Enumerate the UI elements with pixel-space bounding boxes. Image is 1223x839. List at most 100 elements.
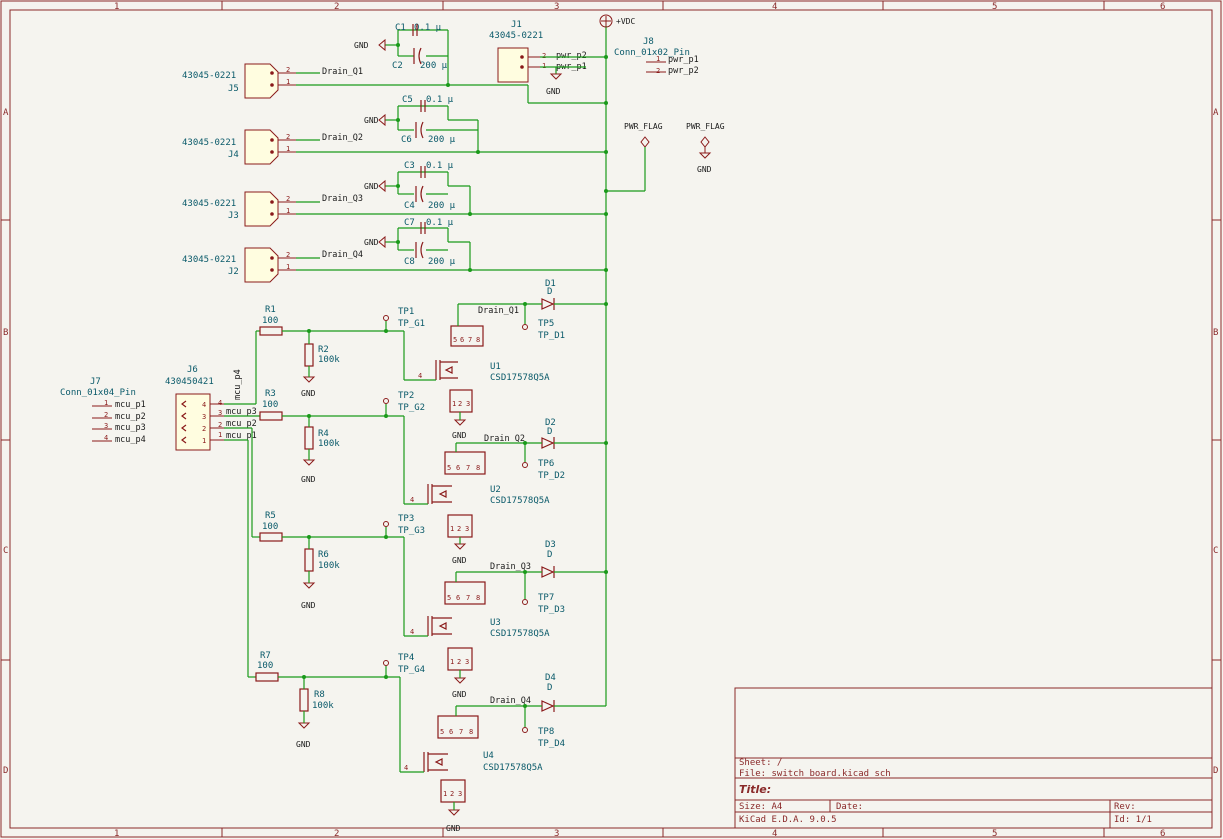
svg-text:Drain_Q4: Drain_Q4 [322,250,363,260]
svg-text:mcu_p1: mcu_p1 [226,431,257,441]
svg-text:2: 2 [202,425,206,433]
svg-text:2: 2 [458,400,462,408]
row-label-d-right: D [1213,766,1218,776]
svg-text:100k: 100k [318,439,340,449]
svg-text:43045-0221: 43045-0221 [182,138,236,148]
svg-text:GND: GND [296,740,311,749]
svg-text:J4: J4 [228,150,239,160]
svg-text:GND: GND [364,116,379,125]
svg-text:TP_G2: TP_G2 [398,403,425,413]
svg-text:2: 2 [104,411,108,419]
svg-text:7: 7 [468,336,472,344]
svg-text:1: 1 [104,399,108,407]
svg-text:1: 1 [452,400,456,408]
svg-text:8: 8 [469,728,473,736]
svg-text:J3: J3 [228,211,239,221]
svg-text:TP_G3: TP_G3 [398,526,425,536]
tb-title: Title: [739,783,771,796]
connector-j4: 43045-0221 J4 21 Drain_Q2 [182,129,363,165]
connector-j1: J1 43045-0221 21 pwr_p2 pwr_p1 [489,20,587,83]
svg-text:3: 3 [466,400,470,408]
j1-val: 43045-0221 [489,31,543,41]
svg-text:200 µ: 200 µ [428,201,456,211]
svg-text:4: 4 [404,764,408,772]
pwr-flag-1: PWR_FLAG [624,122,663,148]
svg-text:3: 3 [465,658,469,666]
svg-text:CSD17578Q5A: CSD17578Q5A [490,496,550,506]
connector-j8: J8 Conn_01x02_Pin 12 pwr_p1 pwr_p2 [614,37,699,76]
svg-text:C5: C5 [402,95,413,105]
tb-file: File: switch_board.kicad_sch [739,769,891,779]
col-label-2-bottom: 2 [334,829,339,839]
svg-text:2: 2 [286,195,290,203]
svg-text:4: 4 [418,372,422,380]
svg-text:GND: GND [301,475,316,484]
j8-ref: J8 [643,37,654,47]
row-label-a: A [3,108,9,118]
svg-text:7: 7 [459,728,463,736]
svg-text:43045-0221: 43045-0221 [182,255,236,265]
svg-text:7: 7 [466,594,470,602]
svg-text:0.1 µ: 0.1 µ [426,95,454,105]
svg-text:2: 2 [542,52,546,60]
svg-text:4: 4 [410,496,414,504]
svg-text:3: 3 [465,525,469,533]
svg-text:D4: D4 [545,673,556,683]
svg-text:TP_D1: TP_D1 [538,331,565,341]
connector-j3: 43045-0221 J3 21 Drain_Q3 [182,191,363,227]
svg-text:R8: R8 [314,690,325,700]
col-label-3-bottom: 3 [554,829,559,839]
svg-text:J2: J2 [228,267,239,277]
svg-text:1: 1 [286,207,290,215]
svg-text:C3: C3 [404,161,415,171]
svg-text:3: 3 [104,422,108,430]
col-label-4-bottom: 4 [772,829,777,839]
svg-text:4: 4 [218,399,222,407]
svg-text:5: 5 [453,336,457,344]
row-label-b-right: B [1213,328,1218,338]
svg-text:0.1 µ: 0.1 µ [426,161,454,171]
svg-text:GND: GND [546,87,561,96]
svg-text:CSD17578Q5A: CSD17578Q5A [490,629,550,639]
svg-text:TP2: TP2 [398,391,414,401]
row-label-c: C [3,546,8,556]
svg-text:Drain_Q2: Drain_Q2 [322,133,363,143]
svg-text:8: 8 [476,594,480,602]
svg-text:mcu_p3: mcu_p3 [115,423,146,433]
svg-text:R6: R6 [318,550,329,560]
tb-sheet: Sheet: / [739,758,782,768]
svg-text:200 µ: 200 µ [428,257,456,267]
vdc-symbol: +VDC [599,14,635,28]
svg-text:D: D [547,287,552,297]
svg-text:TP4: TP4 [398,653,414,663]
svg-text:1: 1 [443,790,447,798]
j1-ref: J1 [511,20,522,30]
svg-text:PWR_FLAG: PWR_FLAG [624,122,663,131]
svg-text:PWR_FLAG: PWR_FLAG [686,122,725,131]
j8-val: Conn_01x02_Pin [614,48,690,58]
svg-text:GND: GND [354,41,369,50]
j1-net-2: pwr_p2 [556,51,587,61]
svg-text:6: 6 [460,336,464,344]
svg-text:5: 5 [447,594,451,602]
svg-text:Drain_Q1: Drain_Q1 [322,67,363,77]
svg-text:D: D [547,683,552,693]
svg-text:1: 1 [202,437,206,445]
svg-text:100: 100 [257,661,273,671]
svg-text:200 µ: 200 µ [420,61,448,71]
col-label-1: 1 [114,2,119,12]
svg-text:U3: U3 [490,618,501,628]
svg-text:TP3: TP3 [398,514,414,524]
svg-text:2: 2 [286,133,290,141]
svg-text:1: 1 [450,525,454,533]
svg-text:J6: J6 [187,365,198,375]
col-label-6: 6 [1160,2,1165,12]
svg-text:CSD17578Q5A: CSD17578Q5A [490,373,550,383]
svg-text:0.1 µ: 0.1 µ [414,23,442,33]
svg-text:4: 4 [410,628,414,636]
tb-id: Id: 1/1 [1114,815,1152,825]
